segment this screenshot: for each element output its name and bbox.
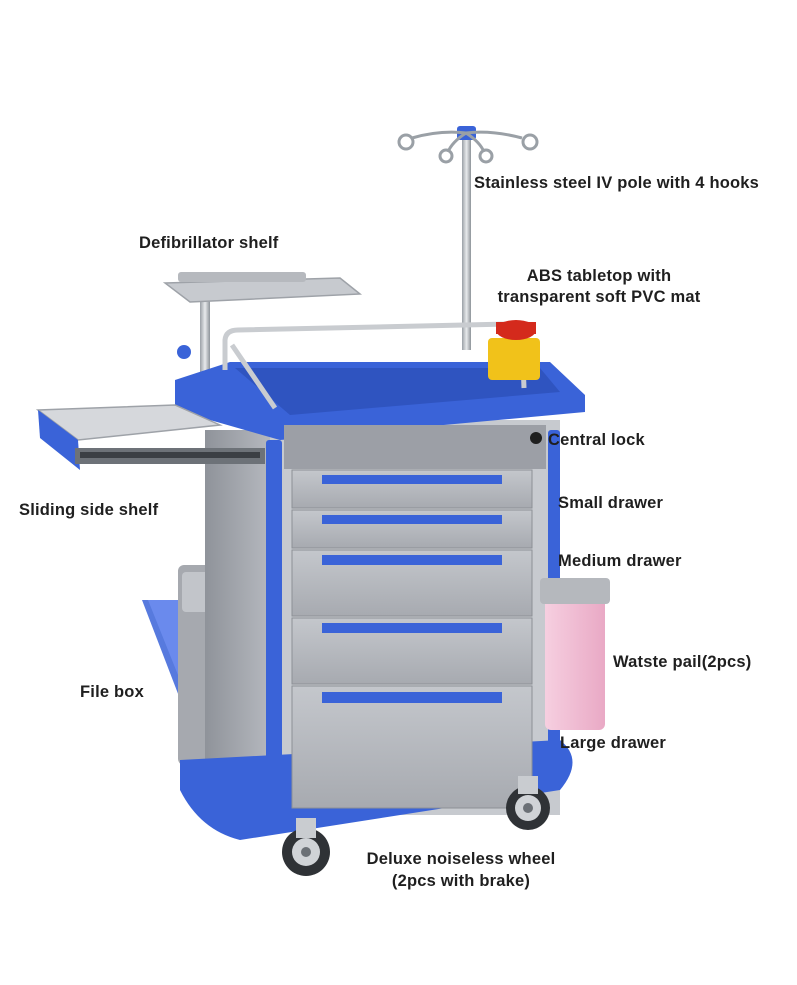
label-waste-pail: Watste pail(2pcs)	[613, 653, 752, 671]
label-wheel-line2: (2pcs with brake)	[391, 872, 531, 890]
label-sliding-side-shelf: Sliding side shelf	[19, 501, 159, 519]
label-tabletop-line1: ABS tabletop with	[526, 267, 672, 285]
label-medium-drawer: Medium drawer	[558, 552, 682, 570]
label-large-drawer: Large drawer	[560, 734, 667, 752]
label-iv-pole: Stainless steel IV pole with 4 hooks	[474, 174, 760, 192]
wheels	[282, 776, 550, 876]
label-defibrillator-shelf: Defibrillator shelf	[139, 234, 279, 252]
iv-pole	[397, 126, 539, 350]
drawer-stack	[284, 425, 546, 809]
defibrillator-shelf	[162, 272, 363, 378]
label-small-drawer: Small drawer	[558, 494, 664, 512]
label-tabletop-line2: transparent soft PVC mat	[497, 288, 701, 306]
label-central-lock: Central lock	[548, 431, 645, 449]
waste-pail	[540, 578, 610, 730]
label-file-box: File box	[80, 683, 144, 701]
tabletop	[175, 320, 585, 440]
sliding-side-shelf	[35, 404, 265, 470]
label-wheel-line1: Deluxe noiseless wheel	[366, 850, 556, 868]
